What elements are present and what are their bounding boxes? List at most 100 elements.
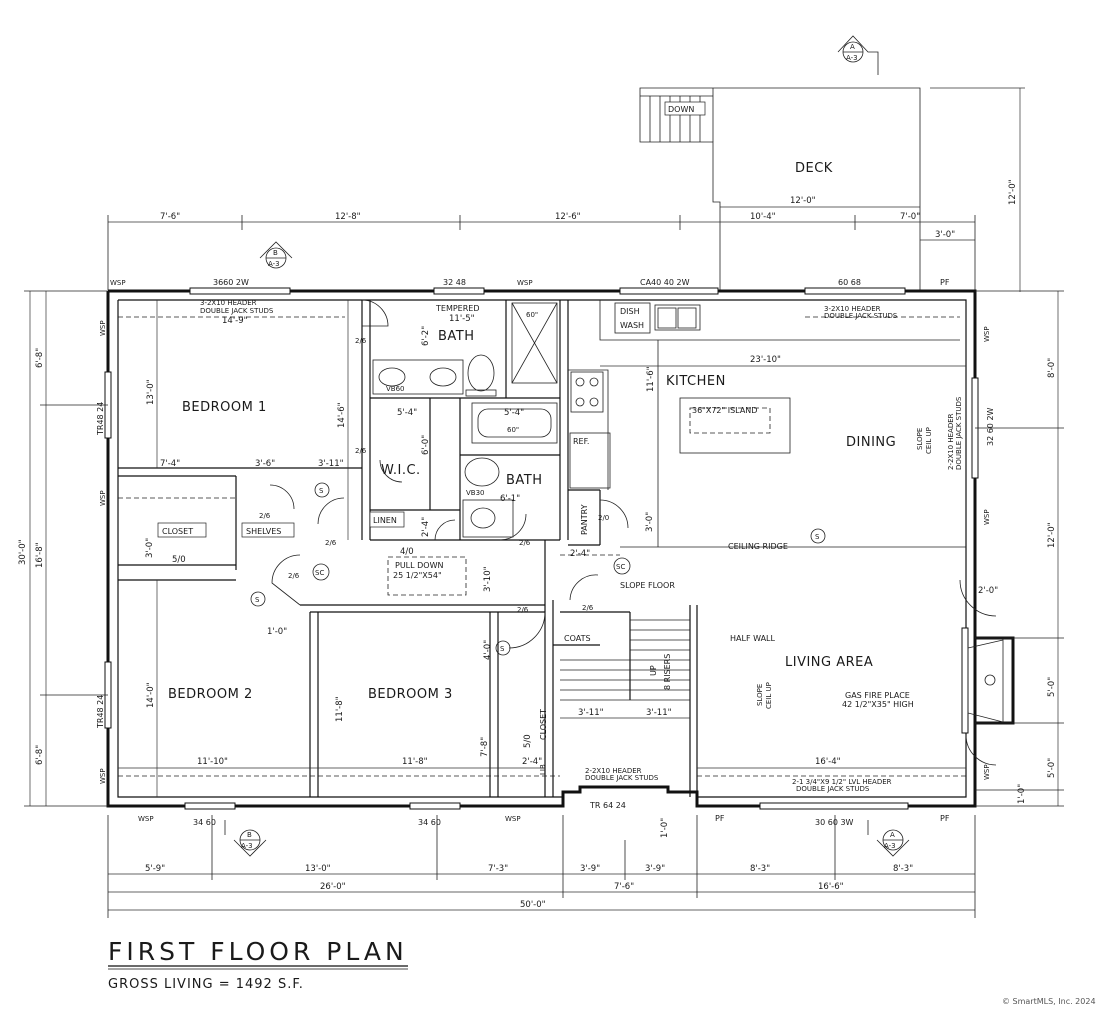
- risers-label: 8 RISERS: [663, 654, 672, 690]
- detectors: S SC S S SC S: [250, 482, 826, 656]
- door-shelves: 2/6: [259, 512, 271, 520]
- dim-bottom-16-6: 16'-6": [818, 882, 844, 892]
- dining-slope-label: SLOPE: [916, 428, 924, 450]
- dim-left-total: 30'-0": [18, 539, 28, 565]
- right-dimensions: 8'-0" 12'-0" 5'-0" 5'-0" 1'-0" 2'-0" 32 …: [975, 290, 1064, 807]
- shelves-label: SHELVES: [246, 527, 281, 536]
- left-dimensions: 30'-0" 6'-8" 16'-8" 6'-8" TR48 24 TR48 2…: [18, 290, 108, 807]
- slope-floor-label: SLOPE FLOOR: [620, 581, 675, 590]
- dim-bottom-1: 5'-9": [145, 864, 165, 874]
- dim-13-0: 13'-0": [146, 379, 156, 405]
- dim-left-2: 16'-8": [35, 542, 45, 568]
- top-dimensions: 7'-6" 12'-8" 12'-6" 10'-4" 7'-0": [107, 212, 976, 290]
- section-b-letter: B: [273, 249, 278, 257]
- window-3460-right: 34 60: [418, 818, 441, 827]
- header-entry-a: 2-2X10 HEADER: [585, 767, 642, 775]
- tempered-label: TEMPERED: [435, 304, 480, 313]
- fixture-labels: CLOSET SHELVES LINEN PANTRY COATS CLOSET…: [157, 299, 963, 793]
- dim-4-0: 4/0: [400, 547, 414, 557]
- room-dining: DINING: [846, 435, 896, 450]
- dim-1-0: 1'-0": [267, 627, 287, 637]
- pantry-label: PANTRY: [580, 504, 589, 535]
- window-3060: 30 60 3W: [815, 818, 854, 827]
- living-slope-label: SLOPE: [756, 684, 764, 706]
- window-tr4824-top: TR48 24: [96, 402, 105, 436]
- header-dining-a: 3-2X10 HEADER: [824, 305, 881, 313]
- dim-6-1: 6'-1": [500, 494, 520, 504]
- pf-top: PF: [940, 278, 950, 287]
- dim-bottom-total: 50'-0": [520, 900, 546, 910]
- dim-14-6: 14'-6": [337, 402, 347, 428]
- door-wic: 2/6: [355, 447, 367, 455]
- deck: DOWN DECK 12'-0" 3'-0" 12'-0": [639, 87, 1025, 292]
- ceiling-ridge-label: CEILING RIDGE: [728, 542, 788, 551]
- dim-right-1: 8'-0": [1047, 358, 1057, 378]
- deck-offset-dim: 3'-0": [935, 230, 955, 240]
- dim-5-4a: 5'-4": [397, 408, 417, 418]
- smoke-detector-bedroom3: S: [500, 645, 505, 653]
- dim-bottom-26: 26'-0": [320, 882, 346, 892]
- header-bedroom1-b: DOUBLE JACK STUDS: [200, 307, 274, 315]
- dim-11-10: 11'-10": [197, 757, 228, 767]
- deck-width-dim: 12'-0": [790, 196, 816, 206]
- window-tr4824-bottom: TR48 24: [96, 695, 105, 729]
- dim-11-6: 11'-6": [646, 366, 656, 392]
- wsp-right-2: WSP: [983, 509, 991, 525]
- room-bath-top: BATH: [438, 329, 475, 344]
- coats-label: COATS: [564, 634, 591, 643]
- dim-top-3: 12'-6": [555, 212, 581, 222]
- dim-right-5: 1'-0": [1017, 784, 1027, 804]
- ref-label: REF.: [573, 437, 589, 446]
- dim-top-1: 7'-6": [160, 212, 180, 222]
- sc-detector-stair: SC: [616, 563, 625, 571]
- dim-3-11b: 3'-11": [578, 708, 604, 718]
- header-right-b: DOUBLE JACK STUDS: [955, 396, 963, 470]
- room-living-area: LIVING AREA: [785, 655, 873, 670]
- door-pantry: 2/0: [598, 514, 609, 522]
- vanity-vb60-label: VB60: [386, 385, 405, 393]
- wsp-left-1: WSP: [99, 320, 107, 336]
- half-wall-label: HALF WALL: [730, 634, 775, 643]
- header-right-a: 2-2X10 HEADER: [947, 413, 955, 470]
- wsp-top-left: WSP: [110, 279, 126, 287]
- wsp-left-2: WSP: [99, 490, 107, 506]
- section-marker-a-top: A A-3: [837, 35, 879, 75]
- closet-label: CLOSET: [162, 527, 193, 536]
- header-bedroom1-a: 3-2X10 HEADER: [200, 299, 257, 307]
- door-bedroom1: 2/6: [325, 539, 337, 547]
- dim-3-0b: 3'-0": [145, 538, 155, 558]
- dim-14-9: 14'-9": [222, 316, 248, 326]
- wsp-top-mid: WSP: [517, 279, 533, 287]
- dim-3-0a: 3'-0": [645, 512, 655, 532]
- section-b-bottom-letter: B: [247, 831, 252, 839]
- dim-bottom-7-6: 7'-6": [614, 882, 634, 892]
- room-bedroom-3: BEDROOM 3: [368, 687, 453, 702]
- section-a-sheet: A-3: [846, 54, 858, 62]
- section-a-bottom-sheet: A-3: [884, 842, 896, 850]
- door-coats: 2/6: [582, 604, 594, 612]
- interior-walls: [118, 299, 997, 797]
- dim-4-0b: 4'-0": [483, 640, 493, 660]
- vanity-vb30-label: VB30: [466, 489, 485, 497]
- dim-2-4c: 2'-4": [522, 757, 542, 767]
- shower-size-label: 60": [526, 311, 538, 319]
- deck-stair-down-label: DOWN: [668, 105, 694, 114]
- pf-bottom-2: PF: [940, 814, 950, 823]
- section-marker-b-bottom: B A-3: [224, 820, 267, 857]
- section-b-bottom-sheet: A-3: [241, 842, 253, 850]
- deck-depth-dim: 12'-0": [1008, 179, 1018, 205]
- dim-closet-5-0b: 5/0: [523, 734, 533, 748]
- dim-7-8: 7'-8": [480, 737, 490, 757]
- dim-left-1: 6'-8": [35, 348, 45, 368]
- title-block: FIRST FLOOR PLAN GROSS LIVING = 1492 S.F…: [108, 937, 1096, 1006]
- dim-1-0b: 1'-0": [660, 818, 670, 838]
- room-bedroom-1: BEDROOM 1: [182, 400, 267, 415]
- window-3660: 3660 2W: [213, 278, 249, 287]
- section-b-sheet: A-3: [268, 260, 280, 268]
- section-a-letter: A: [850, 43, 855, 51]
- linen-label: LINEN: [373, 516, 397, 525]
- dim-3-10: 3'-10": [483, 566, 493, 592]
- dim-bottom-6: 8'-3": [750, 864, 770, 874]
- dim-7-4: 7'-4": [160, 459, 180, 469]
